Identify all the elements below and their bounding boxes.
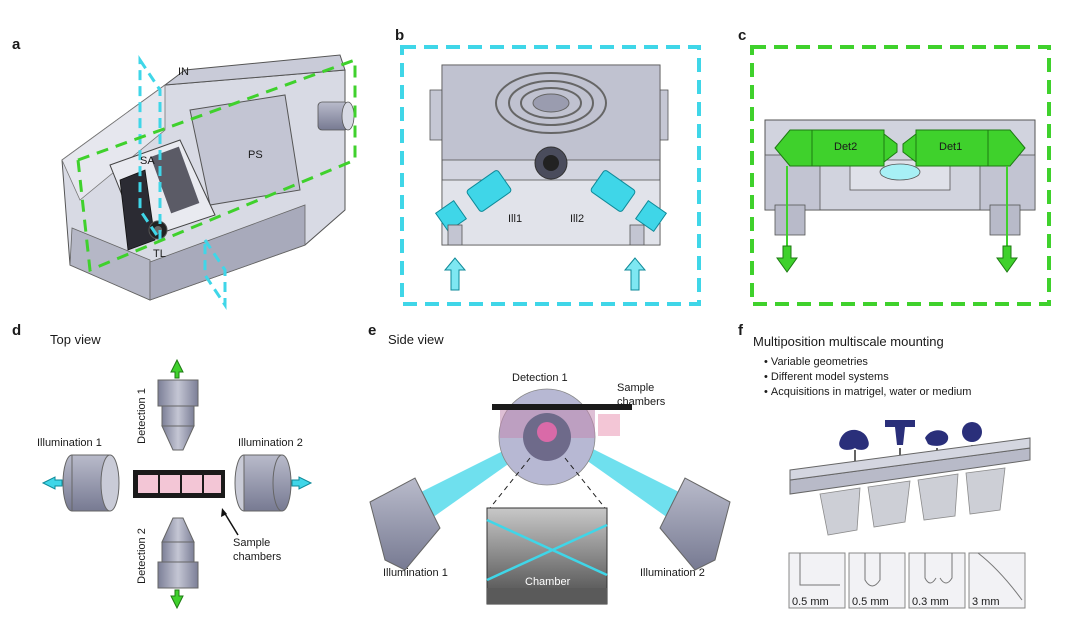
det2-arrow bbox=[776, 245, 798, 273]
scale-box-3 bbox=[908, 552, 966, 609]
panel-letter-a: a bbox=[12, 36, 21, 53]
label-ps: PS bbox=[248, 149, 263, 161]
sample-shape-3 bbox=[925, 430, 949, 446]
label-e-sample-chambers: Sample chambers bbox=[617, 381, 665, 409]
label-sa: SA bbox=[140, 155, 155, 167]
label-e-chamber: Chamber bbox=[525, 576, 571, 588]
panel-b-drawing bbox=[400, 45, 701, 306]
label-e-illumination2: Illumination 2 bbox=[640, 567, 705, 579]
sample-shape-1 bbox=[839, 429, 869, 450]
sample-shape-2 bbox=[885, 420, 915, 445]
det2-objective bbox=[811, 129, 885, 167]
label-det1: Det1 bbox=[939, 141, 963, 153]
stage-plate bbox=[189, 94, 301, 206]
panel-a-drawing bbox=[61, 54, 357, 310]
detection1-objective bbox=[157, 379, 199, 407]
panel-f-bullets: Variable geometries Different model syst… bbox=[764, 355, 972, 400]
scale-box-2 bbox=[848, 552, 906, 609]
det1-arrow bbox=[996, 245, 1018, 273]
panel-letter-b: b bbox=[395, 27, 405, 44]
panel-letter-f: f bbox=[738, 322, 743, 339]
cyan-plane-a bbox=[138, 55, 162, 245]
scale-label-3: 0.3 mm bbox=[912, 596, 949, 608]
panel-d-title: Top view bbox=[50, 332, 101, 347]
label-d-sample-chambers: Sample chambers bbox=[233, 536, 281, 564]
sample-shape-4 bbox=[962, 422, 982, 442]
label-d-detection2: Detection 2 bbox=[136, 528, 148, 584]
scale-box-4 bbox=[968, 552, 1026, 609]
ill2-arrow bbox=[623, 257, 647, 291]
label-d-sample-line2: chambers bbox=[233, 551, 282, 563]
panel-b-frame bbox=[400, 45, 701, 306]
bullet-1: Variable geometries bbox=[764, 355, 971, 370]
panel-e-title: Side view bbox=[388, 332, 444, 347]
label-d-illumination2: Illumination 2 bbox=[238, 437, 303, 449]
label-d-detection1: Detection 1 bbox=[136, 388, 148, 444]
panel-e-drawing bbox=[369, 388, 731, 605]
label-e-illumination1: Illumination 1 bbox=[383, 567, 448, 579]
label-e-detection1: Detection 1 bbox=[512, 372, 568, 384]
panel-c-drawing bbox=[750, 45, 1051, 306]
detection2-objective bbox=[161, 517, 195, 543]
label-e-sample-line1: Sample bbox=[617, 382, 655, 394]
ill2-objective bbox=[590, 170, 636, 212]
label-det2: Det2 bbox=[834, 141, 858, 153]
panel-d-drawing bbox=[41, 358, 313, 610]
label-tl: TL bbox=[153, 248, 166, 260]
sample-chamber-bar bbox=[492, 404, 632, 410]
label-ill2: Ill2 bbox=[570, 213, 585, 225]
label-ill1: Ill1 bbox=[508, 213, 523, 225]
bullet-3: Acquisitions in matrigel, water or mediu… bbox=[764, 385, 972, 400]
panel-c-frame bbox=[750, 45, 1051, 306]
ill1-arrow bbox=[443, 257, 467, 291]
label-d-sample-line1: Sample bbox=[233, 537, 271, 549]
label-d-illumination1: Illumination 1 bbox=[37, 437, 102, 449]
scale-label-1: 0.5 mm bbox=[792, 596, 829, 608]
label-in: IN bbox=[178, 66, 189, 78]
bullet-2: Different model systems bbox=[764, 370, 971, 385]
e-illumination1-objective bbox=[369, 477, 441, 571]
scale-label-4: 3 mm bbox=[972, 596, 1000, 608]
e-illumination2-objective bbox=[659, 477, 731, 571]
label-e-sample-line2: chambers bbox=[617, 396, 666, 408]
panel-letter-d: d bbox=[12, 322, 22, 339]
ill1-objective bbox=[466, 170, 512, 212]
det1-objective bbox=[915, 129, 989, 167]
panel-f-title: Multiposition multiscale mounting bbox=[753, 334, 944, 349]
panel-letter-c: c bbox=[738, 27, 747, 44]
scale-box-1 bbox=[788, 552, 846, 609]
panel-f-drawing bbox=[788, 420, 1031, 609]
scale-label-2: 0.5 mm bbox=[852, 596, 889, 608]
panel-letter-e: e bbox=[368, 322, 377, 339]
